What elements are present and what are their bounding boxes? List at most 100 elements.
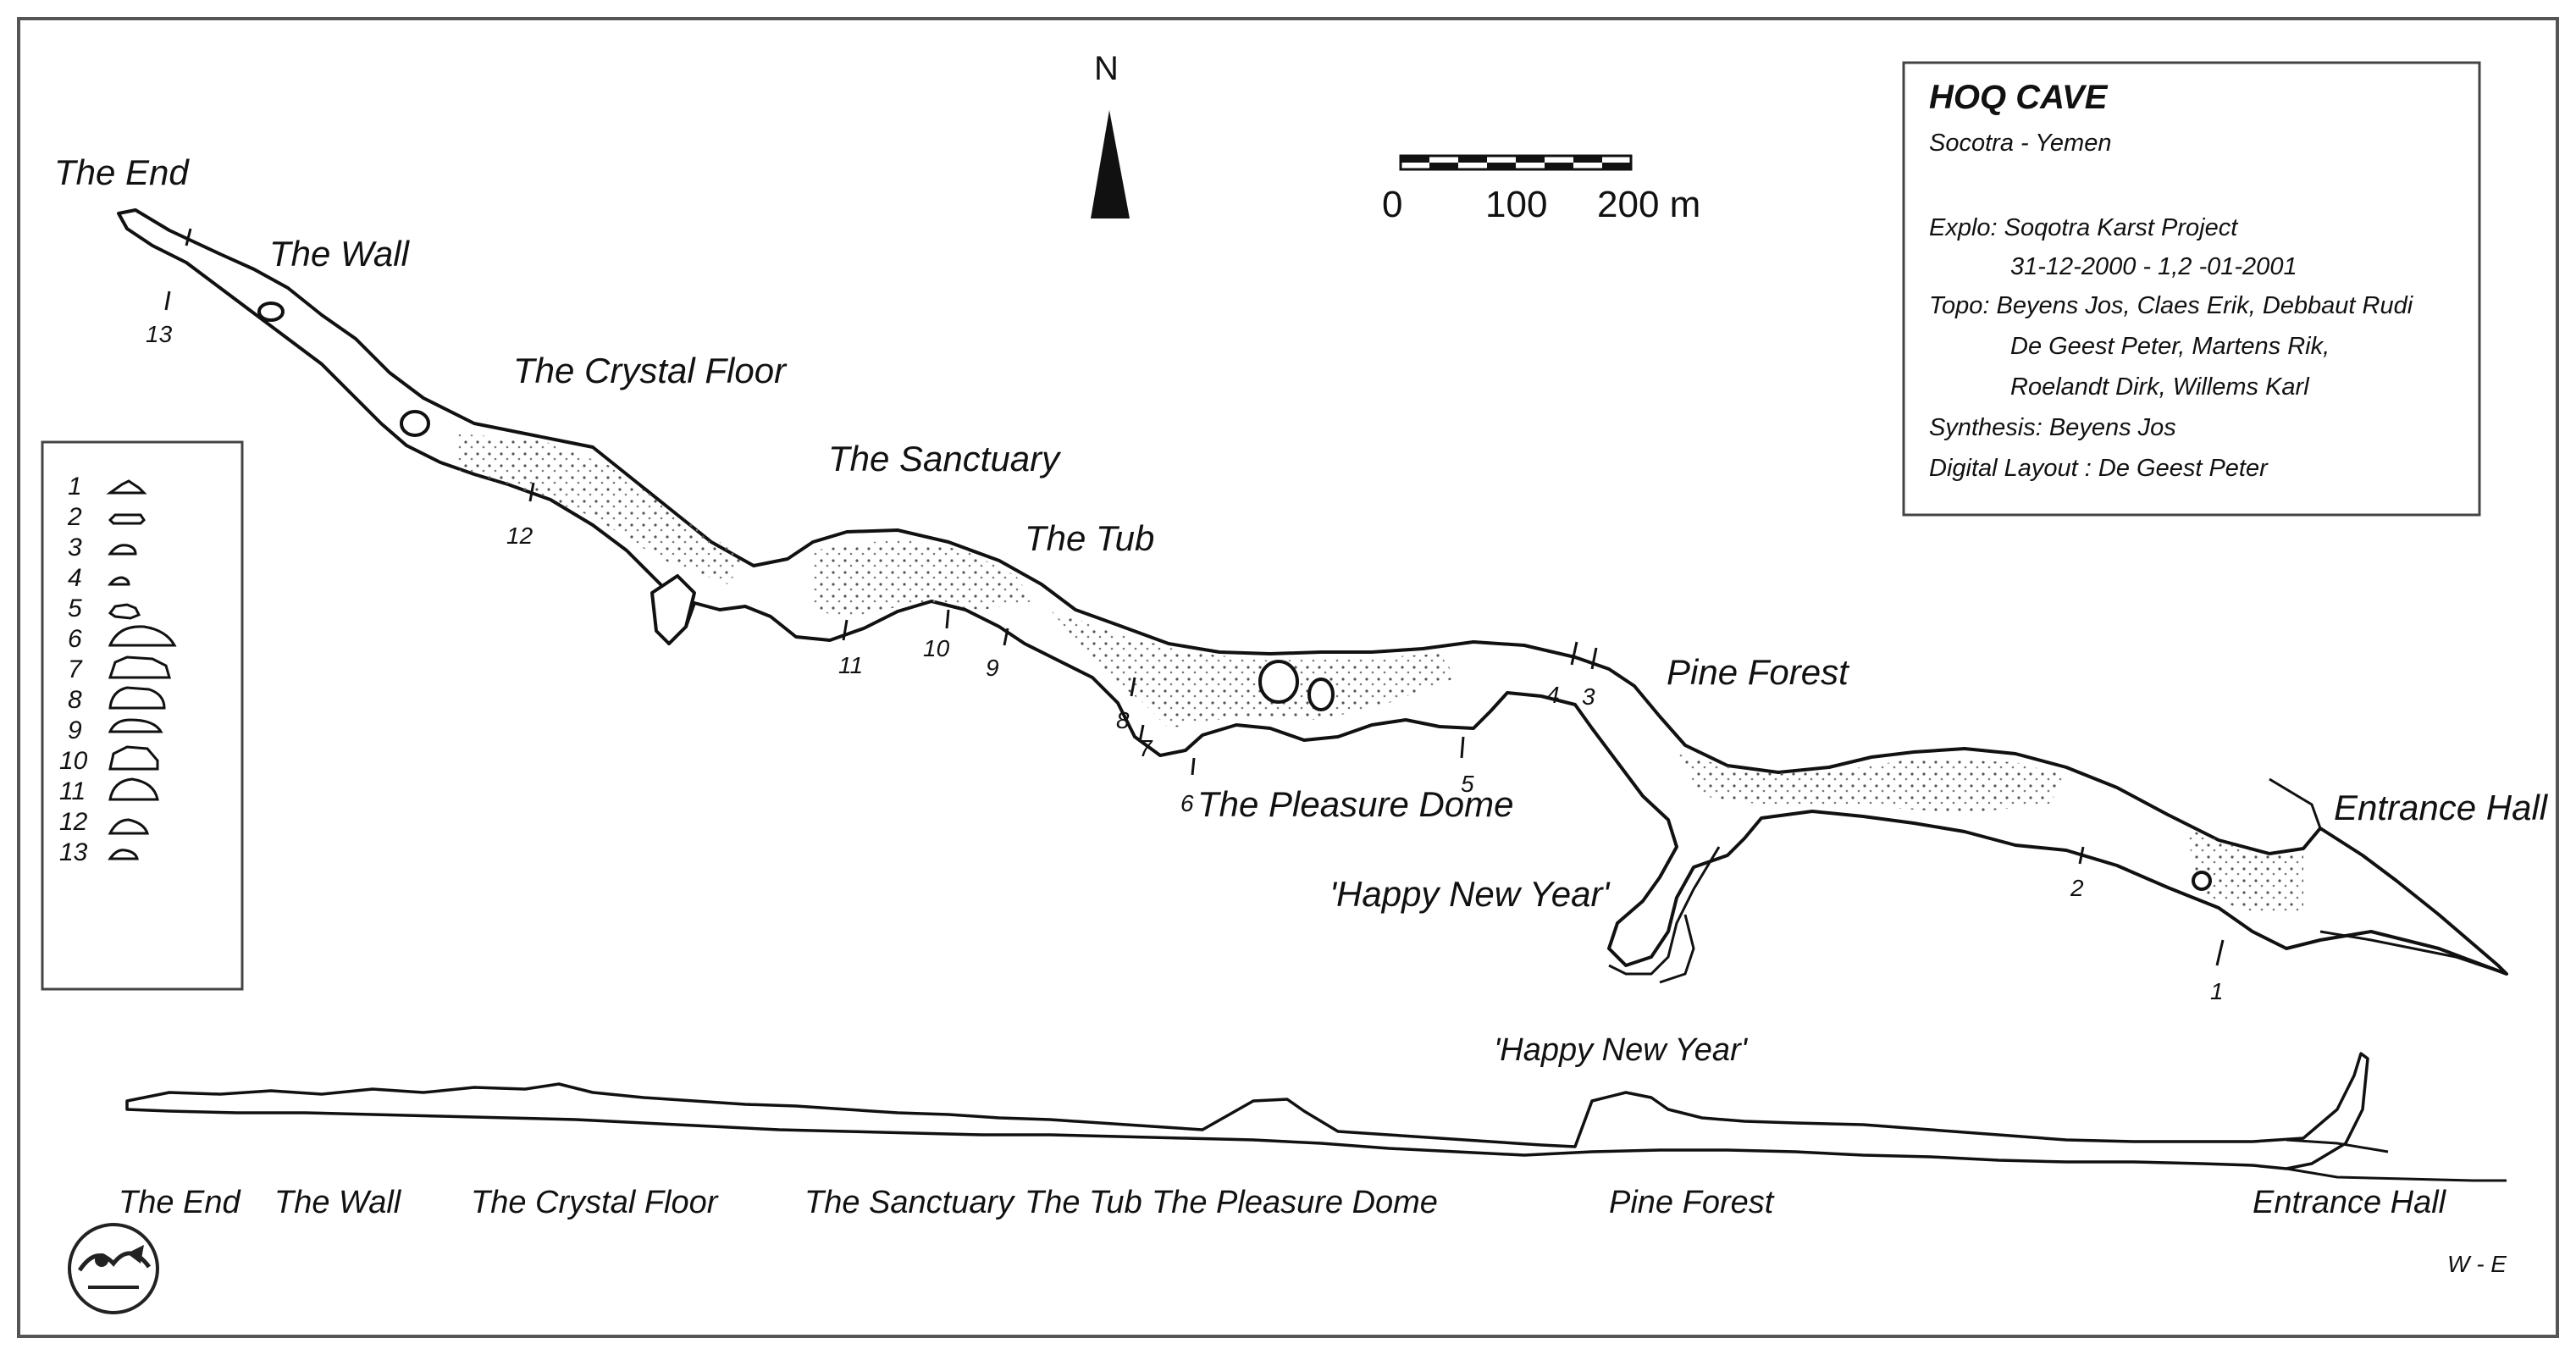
section-number-7: 7 — [1139, 735, 1153, 761]
legend-number-2: 2 — [67, 503, 82, 531]
club-logo-icon — [68, 1223, 159, 1314]
info-line-explo: Explo: Soqotra Karst Project — [1929, 214, 2239, 241]
legend-shape-13 — [108, 849, 139, 860]
profile-label-happy-new-year: 'Happy New Year' — [1494, 1032, 1749, 1068]
legend-number-6: 6 — [68, 625, 82, 653]
legend-number-10: 10 — [59, 747, 88, 775]
legend-shape-10 — [108, 745, 159, 771]
legend-number-4: 4 — [68, 564, 82, 592]
section-number-3: 3 — [1582, 683, 1595, 710]
info-subtitle: Socotra - Yemen — [1929, 130, 2111, 157]
label-happy-new-year: 'Happy New Year' — [1329, 874, 1611, 914]
info-title: HOQ CAVE — [1929, 79, 2109, 116]
legend-shape-7 — [108, 655, 171, 679]
legend-number-13: 13 — [59, 838, 88, 866]
section-number-13: 13 — [146, 321, 173, 347]
info-line-dates: 31-12-2000 - 1,2 -01-2001 — [2010, 253, 2297, 280]
profile-orientation: W - E — [2447, 1251, 2507, 1277]
section-ticks — [164, 228, 2225, 966]
pillar-3 — [400, 410, 430, 437]
cave-profile: 'Happy New Year' The End The Wall The Cr… — [119, 1032, 2507, 1277]
label-sanctuary: The Sanctuary — [828, 439, 1062, 478]
north-arrow: N — [1091, 50, 1130, 218]
legend-shape-4 — [107, 576, 130, 586]
plan-place-labels: The End The Wall The Crystal Floor The S… — [54, 152, 2549, 914]
crystal-floor-side-branch — [650, 574, 696, 645]
legend-number-1: 1 — [68, 473, 82, 501]
label-the-tub: The Tub — [1025, 518, 1154, 558]
scale-label-0: 0 — [1382, 184, 1402, 225]
entrance-hall-area — [2185, 828, 2303, 915]
north-arrow-icon — [1091, 110, 1130, 218]
cave-plan — [117, 208, 2508, 984]
info-line-layout: Digital Layout : De Geest Peter — [1929, 455, 2269, 482]
section-number-10: 10 — [923, 635, 950, 661]
section-number-4: 4 — [1546, 682, 1560, 708]
crystal-floor-area — [457, 434, 745, 584]
info-line-synthesis: Synthesis: Beyens Jos — [1929, 414, 2176, 441]
legend-number-3: 3 — [68, 534, 82, 561]
legend-shape-5 — [108, 603, 141, 620]
scale-bar: 0 100 200 m — [1382, 154, 1700, 225]
legend-shape-8 — [108, 686, 166, 710]
profile-label-entrance-hall: Entrance Hall — [2253, 1185, 2447, 1220]
info-line-topo-2: De Geest Peter, Martens Rik, — [2010, 333, 2330, 360]
map-frame — [17, 17, 2559, 1338]
legend-shape-6 — [108, 625, 177, 647]
label-the-wall: The Wall — [269, 234, 411, 274]
pillar-5 — [2192, 871, 2212, 891]
profile-label-sanctuary: The Sanctuary — [804, 1185, 1015, 1220]
section-number-12: 12 — [506, 523, 533, 549]
label-entrance-hall: Entrance Hall — [2334, 788, 2549, 827]
info-line-topo-3: Roelandt Dirk, Willems Karl — [2010, 373, 2310, 401]
legend-shape-1 — [106, 479, 147, 495]
pillar-2 — [1307, 678, 1335, 711]
label-pleasure-dome: The Pleasure Dome — [1197, 784, 1514, 824]
pillar-4 — [257, 301, 285, 322]
label-the-end: The End — [54, 152, 190, 192]
scale-label-100: 100 — [1485, 184, 1547, 225]
legend-shape-9 — [108, 718, 163, 733]
happy-new-year-branch — [1608, 846, 1721, 984]
profile-label-crystal-floor: The Crystal Floor — [471, 1185, 719, 1220]
legend-shape-11 — [108, 777, 159, 801]
legend-number-11: 11 — [59, 777, 86, 805]
profile-label-pleasure-dome: The Pleasure Dome — [1152, 1185, 1438, 1220]
label-crystal-floor: The Crystal Floor — [513, 351, 788, 390]
section-number-6: 6 — [1180, 790, 1194, 816]
section-number-1: 1 — [2210, 978, 2224, 1004]
legend-number-7: 7 — [68, 655, 83, 683]
legend-shape-3 — [108, 544, 137, 556]
sanctuary-area — [813, 539, 1033, 618]
pillar-1 — [1258, 660, 1299, 704]
profile-entrance-slope — [2286, 1138, 2507, 1182]
profile-outline — [125, 1052, 2369, 1170]
legend-shape-2 — [108, 513, 146, 525]
info-line-topo: Topo: Beyens Jos, Claes Erik, Debbaut Ru… — [1929, 292, 2414, 319]
legend-number-12: 12 — [59, 808, 88, 836]
section-number-9: 9 — [986, 655, 999, 681]
entrance-tail — [2269, 777, 2507, 976]
section-number-5: 5 — [1461, 771, 1474, 797]
legend-shape-12 — [108, 818, 150, 835]
pleasure-dome-area — [1050, 610, 1457, 728]
section-number-2: 2 — [2070, 875, 2084, 901]
profile-label-the-wall: The Wall — [274, 1185, 402, 1220]
profile-label-the-end: The End — [119, 1185, 242, 1220]
profile-label-tub: The Tub — [1025, 1185, 1142, 1220]
section-number-8: 8 — [1116, 707, 1130, 733]
section-number-labels: 1 2 3 4 5 6 7 8 9 10 11 12 13 — [146, 321, 2224, 1004]
label-pine-forest: Pine Forest — [1667, 652, 1850, 692]
info-box: HOQ CAVE Socotra - Yemen Explo: Soqotra … — [1902, 61, 2481, 517]
legend-number-9: 9 — [68, 716, 82, 744]
legend-number-8: 8 — [68, 686, 82, 714]
profile-label-pine-forest: Pine Forest — [1609, 1185, 1775, 1220]
scale-label-200: 200 m — [1597, 184, 1700, 225]
section-number-11: 11 — [838, 652, 863, 678]
legend-number-5: 5 — [68, 595, 82, 622]
pine-forest-area — [1677, 754, 2066, 813]
north-label: N — [1094, 50, 1119, 87]
